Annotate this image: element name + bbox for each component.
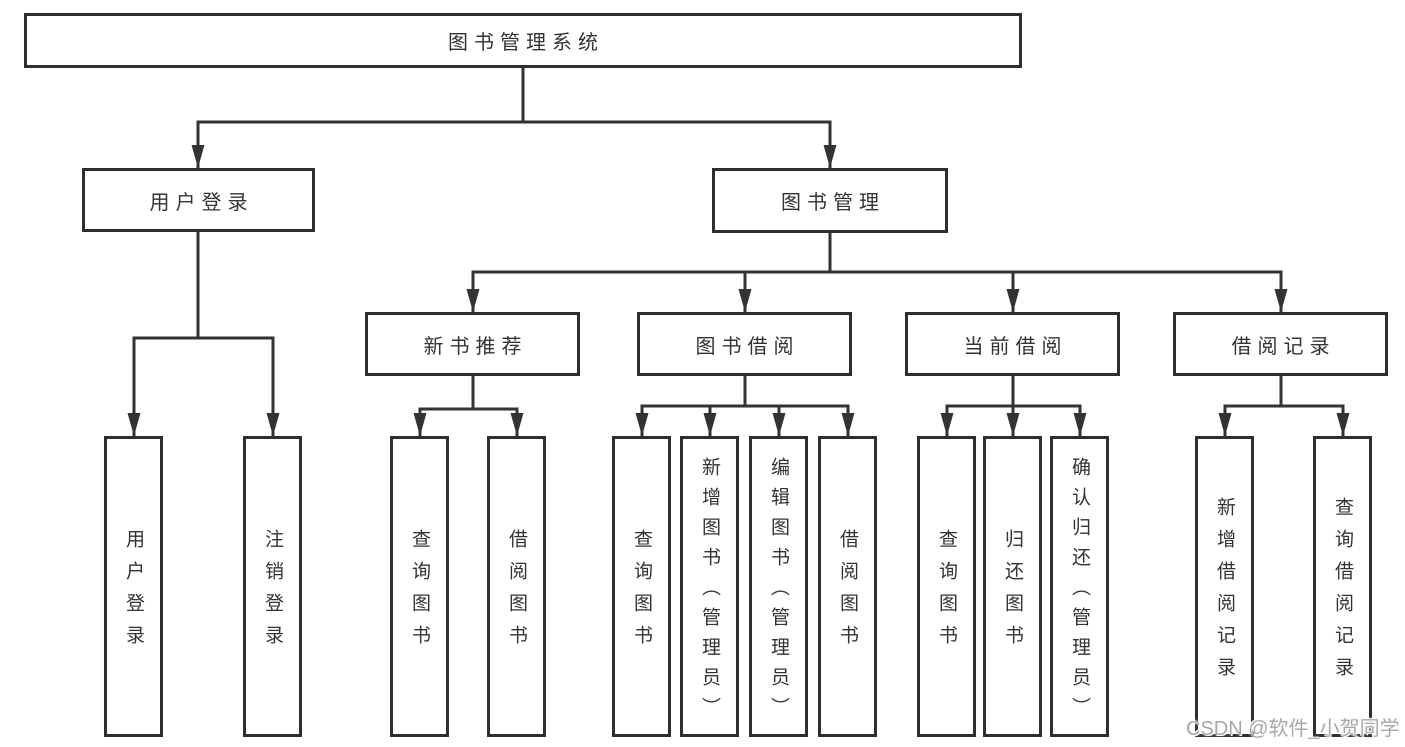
leaf-label: 确认归还（管理员） xyxy=(1069,457,1090,727)
leaf-label: 新增借阅记录 xyxy=(1214,497,1235,689)
node-label: 借阅记录 xyxy=(1231,335,1336,358)
leaf-newbooks-borrow-books: 借阅图书 xyxy=(487,436,546,737)
leaf-borrowing-add-books-admin: 新增图书（管理员） xyxy=(680,436,739,737)
node-label: 用户登录 xyxy=(149,191,254,214)
leaf-records-add-borrow-record: 新增借阅记录 xyxy=(1195,436,1254,737)
leaf-current-return-books: 归还图书 xyxy=(983,436,1042,737)
leaf-label: 归还图书 xyxy=(1002,529,1023,657)
leaf-borrowing-query-books: 查询图书 xyxy=(612,436,671,737)
leaf-label: 借阅图书 xyxy=(837,529,858,657)
node-label: 新书推荐 xyxy=(423,335,528,358)
leaf-label: 注销登录 xyxy=(262,529,283,657)
leaf-borrowing-borrow-books: 借阅图书 xyxy=(818,436,877,737)
csdn-watermark: CSDN @软件_小贺同学 xyxy=(1186,718,1400,740)
node-label: 图书借阅 xyxy=(695,335,800,358)
leaf-label: 用户登录 xyxy=(123,529,144,657)
leaf-label: 查询借阅记录 xyxy=(1332,497,1353,689)
node-current-borrowing: 当前借阅 xyxy=(905,312,1120,376)
leaf-label: 查询图书 xyxy=(409,529,430,657)
leaf-label: 查询图书 xyxy=(631,529,652,657)
node-book-system: 图书管理系统 xyxy=(24,13,1022,68)
node-user-login: 用户登录 xyxy=(82,168,315,232)
node-new-book-recommend: 新书推荐 xyxy=(365,312,580,376)
leaf-login-user-login: 用户登录 xyxy=(104,436,163,737)
leaf-current-confirm-return-admin: 确认归还（管理员） xyxy=(1050,436,1109,737)
node-label: 当前借阅 xyxy=(963,335,1068,358)
leaf-label: 查询图书 xyxy=(936,529,957,657)
node-book-management: 图书管理 xyxy=(712,168,948,233)
leaf-login-logout: 注销登录 xyxy=(243,436,302,737)
leaf-label: 借阅图书 xyxy=(506,529,527,657)
node-borrow-records: 借阅记录 xyxy=(1173,312,1388,376)
leaf-label: 新增图书（管理员） xyxy=(699,457,720,727)
leaf-newbooks-query-books: 查询图书 xyxy=(390,436,449,737)
leaf-current-query-books: 查询图书 xyxy=(917,436,976,737)
leaf-label: 编辑图书（管理员） xyxy=(768,457,789,727)
leaf-records-query-borrow-record: 查询借阅记录 xyxy=(1313,436,1372,737)
node-book-borrowing: 图书借阅 xyxy=(637,312,852,376)
node-label: 图书管理 xyxy=(781,192,885,214)
leaf-borrowing-edit-books-admin: 编辑图书（管理员） xyxy=(749,436,808,737)
node-label: 图书管理系统 xyxy=(448,32,604,54)
